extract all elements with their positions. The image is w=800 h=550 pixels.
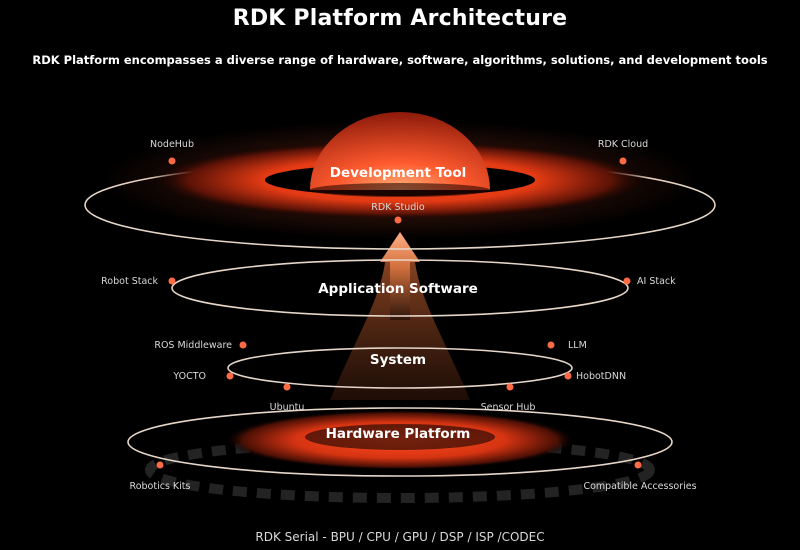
layer-label-development-tool: Development Tool <box>330 165 466 181</box>
node-label-robot-stack: Robot Stack <box>101 276 158 287</box>
node-label-robotics-kits: Robotics Kits <box>130 481 191 492</box>
page-subtitle: RDK Platform encompasses a diverse range… <box>32 53 768 67</box>
node-dot-hobotdnn <box>564 372 572 380</box>
node-dot-llm <box>547 341 555 349</box>
node-dot-rdk-studio <box>394 216 402 224</box>
node-dot-ubuntu <box>283 383 291 391</box>
node-label-hobotdnn: HobotDNN <box>576 371 626 382</box>
layer-label-hardware-platform: Hardware Platform <box>326 426 471 442</box>
layer-label-system: System <box>370 352 426 368</box>
node-label-compatible-accessories: Compatible Accessories <box>583 481 696 492</box>
node-dot-ai-stack <box>623 277 631 285</box>
node-dot-ros-middleware <box>239 341 247 349</box>
hardware-outer-ring <box>127 407 673 477</box>
node-label-rdk-cloud: RDK Cloud <box>598 139 648 150</box>
node-label-yocto: YOCTO <box>172 371 206 382</box>
upward-arrow <box>380 232 420 320</box>
node-label-llm: LLM <box>568 340 587 351</box>
system-ring <box>227 347 573 389</box>
dome-base-shadow <box>310 183 490 197</box>
arrow-cone <box>330 262 470 400</box>
node-label-sensor-hub: Sensor Hub <box>481 402 536 413</box>
node-dot-rdk-cloud <box>619 157 627 165</box>
hardware-bottom-dashed-ring <box>145 437 655 503</box>
node-dot-compatible-accessories <box>634 461 642 469</box>
development-tool-dome <box>310 112 490 190</box>
layer-label-application-software: Application Software <box>318 281 478 297</box>
node-label-ros-middleware: ROS Middleware <box>154 340 232 351</box>
node-label-nodehub: NodeHub <box>150 139 194 150</box>
footer-caption: RDK Serial - BPU / CPU / GPU / DSP / ISP… <box>255 530 545 544</box>
hardware-platform-core <box>305 424 495 450</box>
node-dot-nodehub <box>168 157 176 165</box>
application-software-ring <box>171 259 629 317</box>
node-label-rdk-studio: RDK Studio <box>371 202 425 213</box>
node-label-ai-stack: AI Stack <box>637 276 676 287</box>
page-title: RDK Platform Architecture <box>232 6 568 31</box>
node-dot-yocto <box>226 372 234 380</box>
node-dot-robotics-kits <box>156 461 164 469</box>
node-label-ubuntu: Ubuntu <box>270 402 305 413</box>
node-dot-robot-stack <box>168 277 176 285</box>
node-dot-sensor-hub <box>506 383 514 391</box>
